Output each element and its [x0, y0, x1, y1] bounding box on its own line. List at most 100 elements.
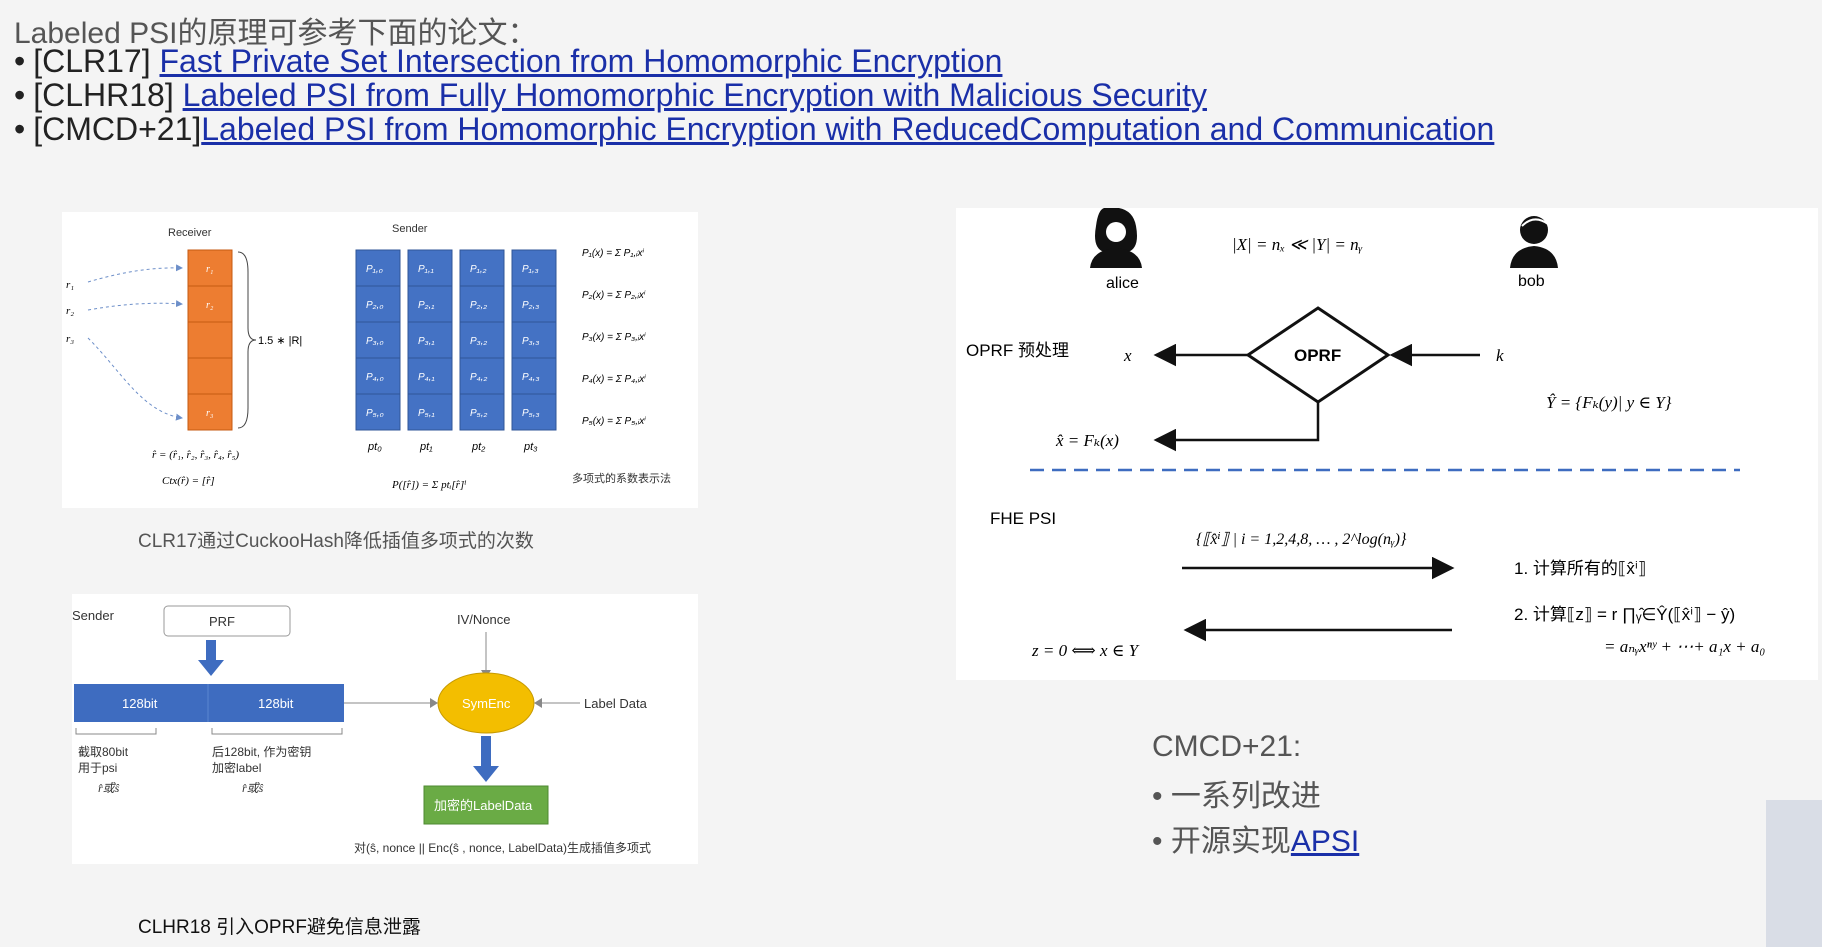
grid-cell: P₂,₃	[522, 300, 539, 311]
key-bits-note: 后128bit, 作为密钥	[212, 744, 311, 759]
clr17-diagram: Receiver Sender r₁ r₂ r₃ r₁ r₂ r₃ 1.5 ∗ …	[62, 212, 698, 508]
psi-bits-note: r̂或ŝ	[98, 781, 120, 795]
reference-item: •[CLR17] Fast Private Set Intersection f…	[14, 44, 1494, 78]
step-2-expansion: = aₙᵧxⁿʸ + ⋯+ a₁x + a₀	[1604, 637, 1765, 656]
labeldata-label: Label Data	[584, 696, 648, 711]
symenc-label: SymEnc	[462, 696, 511, 711]
apsi-link[interactable]: APSI	[1290, 825, 1360, 858]
receiver-label: Receiver	[168, 227, 212, 239]
grid-cell: P₃,₃	[522, 336, 539, 347]
cuckoo-table: r₁ r₂ r₃	[187, 249, 233, 431]
grid-cell: P₄,₃	[522, 372, 539, 383]
down-arrow-icon	[198, 660, 224, 676]
reference-link-cmcd21[interactable]: Labeled PSI from Homomorphic Encryption …	[201, 111, 1495, 147]
receiver-vector: r̂ = (r̂₁, r̂₂, r̂₃, r̂₄, r̂₅)	[152, 449, 239, 461]
bits-segment: 128bit	[258, 696, 294, 711]
step-1: 1. 计算所有的⟦x̂ⁱ⟧	[1514, 559, 1646, 578]
cmcd-protocol-diagram: alice bob |X| = nₓ ≪ |Y| = nᵧ OPRF 预处理 O…	[956, 207, 1818, 680]
cmcd-list: • 一系列改进 • 开源实现APSI	[1152, 774, 1359, 864]
poly-eval-formula: P([r̂]) = Σ ptᵢ[r̂]ⁱ	[391, 479, 466, 491]
ciphertext-label: Ctx(r̂) = [r̂]	[162, 475, 215, 487]
ivnonce-label: IV/Nonce	[457, 612, 510, 627]
reference-tag: [CLR17]	[33, 43, 160, 79]
fhe-stage-label: FHE PSI	[990, 509, 1056, 528]
grid-cell: P₅,₀	[366, 408, 384, 419]
bullet: •	[14, 77, 26, 113]
key-k: k	[1496, 346, 1504, 365]
grid-cell: P₂,₁	[418, 300, 434, 311]
oprf-label: OPRF	[1294, 346, 1341, 365]
table-size-label: 1.5 ∗ |R|	[258, 335, 302, 347]
plaintext-label: pt₀	[367, 441, 382, 453]
grid-cell: P₁,₀	[366, 264, 383, 275]
receiver-item: r₃	[66, 333, 74, 345]
encrypted-label: 加密的LabelData	[434, 798, 533, 813]
grid-cell: P₂,₂	[470, 300, 487, 311]
poly-formula: P₁(x) = Σ P₁,ᵢxⁱ	[582, 248, 645, 259]
grid-cell: P₃,₀	[366, 336, 384, 347]
receiver-item: r₂	[66, 305, 74, 317]
reference-link-clr17[interactable]: Fast Private Set Intersection from Homom…	[159, 43, 1003, 79]
bits-segment: 128bit	[122, 696, 158, 711]
grid-cell: P₁,₂	[470, 264, 487, 275]
bullet: •	[14, 43, 26, 79]
encrypted-label-box	[423, 785, 549, 825]
xhat-equation: x̂ = Fₖ(x)	[1055, 431, 1119, 450]
bob-label: bob	[1518, 273, 1545, 290]
psi-bits-note: 用于psi	[78, 761, 117, 775]
grid-cell: P₁,₃	[522, 264, 539, 275]
bullet: •	[14, 111, 26, 147]
clhr18-diagram: Sender PRF IV/Nonce 128bit 128bit SymEnc…	[72, 594, 698, 864]
cmcd-item-text: 一系列改进	[1170, 780, 1321, 813]
coefficient-note: 多项式的系数表示法	[572, 471, 671, 485]
clr17-caption: CLR17通过CuckooHash降低插值多项式的次数	[138, 531, 534, 552]
key-bits-note: r̂或ŝ	[242, 781, 264, 795]
poly-formula: P₄(x) = Σ P₄,ᵢxⁱ	[582, 374, 646, 385]
sender-label: Sender	[392, 223, 428, 235]
clhr18-caption: CLHR18 引入OPRF避免信息泄露	[138, 917, 421, 938]
reference-tag: [CLHR18]	[33, 77, 183, 113]
down-arrow-icon	[473, 766, 499, 782]
yhat-equation: Ŷ = {Fₖ(y)| y ∈ Y}	[1546, 393, 1672, 412]
receiver-item: r₁	[66, 279, 74, 291]
sender-label: Sender	[72, 608, 115, 623]
table-cell: r₃	[206, 408, 214, 419]
reference-item: •[CLHR18] Labeled PSI from Fully Homomor…	[14, 78, 1494, 112]
bullet: •	[1152, 780, 1163, 813]
poly-formula: P₂(x) = Σ P₂,ᵢxⁱ	[582, 290, 646, 301]
input-x: x	[1123, 346, 1132, 365]
step-2: 2. 计算⟦z⟧ = r ∏ᵧ̂∈Ŷ(⟦x̂ⁱ⟧ − ŷ)	[1514, 605, 1735, 624]
psi-bits-note: 截取80bit	[78, 745, 129, 759]
result-equation: z = 0 ⟺ x ∈ Y	[1031, 641, 1140, 660]
poly-formula: P₃(x) = Σ P₃,ᵢxⁱ	[582, 332, 646, 343]
alice-avatar-icon	[1090, 207, 1142, 268]
slide-title: Labeled PSI的原理可参考下面的论文：	[14, 17, 538, 50]
reference-tag: [CMCD+21]	[33, 111, 202, 147]
powers-set: {⟦x̂ⁱ⟧ | i = 1,2,4,8, … , 2^log(nᵧ)}	[1196, 531, 1407, 548]
prf-box	[163, 605, 291, 637]
grid-cell: P₄,₂	[470, 372, 487, 383]
table-cell: r₂	[206, 300, 214, 311]
reference-item: •[CMCD+21]Labeled PSI from Homomorphic E…	[14, 112, 1494, 146]
plaintext-label: pt₁	[419, 441, 433, 453]
grid-cell: P₄,₀	[366, 372, 384, 383]
cmcd-title: CMCD+21:	[1152, 730, 1302, 763]
interpolation-note: 对(ŝ, nonce || Enc(ŝ , nonce, LabelData)生…	[354, 840, 651, 855]
grid-cell: P₄,₁	[418, 372, 435, 383]
grid-cell: P₅,₃	[522, 408, 539, 419]
grid-cell: P₅,₂	[470, 408, 487, 419]
poly-formula: P₅(x) = Σ P₅,ᵢxⁱ	[582, 416, 646, 427]
alice-label: alice	[1106, 275, 1139, 292]
cmcd-item: • 开源实现APSI	[1152, 819, 1359, 864]
oprf-stage-label: OPRF 预处理	[966, 341, 1069, 360]
video-thumbnail	[1766, 800, 1822, 947]
plaintext-label: pt₂	[471, 441, 486, 453]
cmcd-item: • 一系列改进	[1152, 774, 1359, 819]
grid-cell: P₃,₁	[418, 336, 435, 347]
reference-link-clhr18[interactable]: Labeled PSI from Fully Homomorphic Encry…	[182, 77, 1207, 113]
reference-list: •[CLR17] Fast Private Set Intersection f…	[14, 44, 1494, 146]
table-cell: r₁	[206, 264, 213, 275]
grid-cell: P₃,₂	[470, 336, 487, 347]
bit-string-bar	[74, 684, 344, 722]
